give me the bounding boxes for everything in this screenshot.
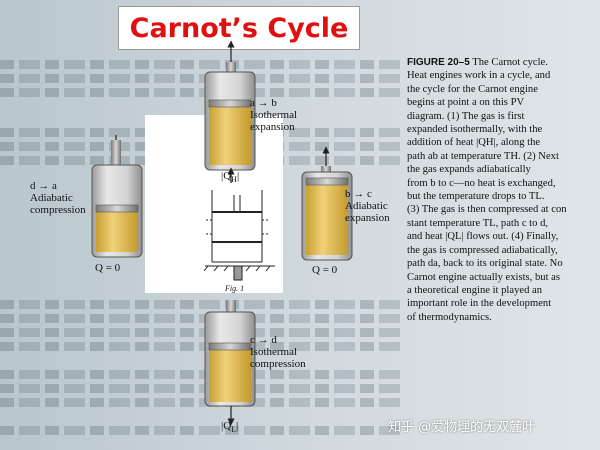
caption-line: the gas expands adiabatically bbox=[407, 164, 531, 176]
caption-line: important role in the development bbox=[407, 298, 552, 310]
caption-line: a theoretical engine it played an bbox=[407, 284, 543, 296]
caption-line: addition of heat |QH|, along the bbox=[407, 137, 541, 149]
center-piston-figure bbox=[203, 190, 275, 281]
caption-line: begins at point a on this PV bbox=[407, 97, 525, 109]
caption-line: from b to c—no heat is exchanged, bbox=[407, 177, 556, 189]
caption-line: path da, back to its original state. No bbox=[407, 258, 563, 270]
cylinder-da bbox=[91, 135, 143, 258]
cylinder-bc bbox=[301, 146, 353, 261]
caption-figure-number: FIGURE 20–5 bbox=[407, 57, 470, 68]
caption-line: Carnot engine actually exists, but as bbox=[407, 271, 560, 283]
caption-line: diagram. (1) The gas is first bbox=[407, 110, 525, 122]
watermark: 知乎 @爱物理的无双麓叶 bbox=[388, 420, 536, 435]
label-cd: c → d Isothermal compression bbox=[250, 334, 306, 370]
caption-line: but the temperature drops to TL. bbox=[407, 191, 545, 203]
caption-line: path ab at temperature TH. (2) Next bbox=[407, 150, 559, 162]
heat-label-cd: |QL| bbox=[221, 420, 239, 435]
caption-line: (3) The gas is then compressed at con bbox=[407, 204, 567, 216]
title-box: Carnot’s Cycle bbox=[118, 6, 360, 50]
heat-label-da: Q = 0 bbox=[95, 262, 121, 274]
page-title: Carnot’s Cycle bbox=[129, 12, 349, 44]
caption-line: The Carnot cycle. bbox=[472, 57, 548, 68]
heat-label-bc: Q = 0 bbox=[312, 264, 338, 276]
caption-line: Heat engines work in a cycle, and bbox=[407, 70, 551, 82]
caption-line: the cycle for the Carnot engine bbox=[407, 83, 538, 95]
label-da: d → a Adiabatic compression bbox=[30, 180, 86, 216]
figure-caption: FIGURE 20–5 The Carnot cycle. Heat engin… bbox=[407, 56, 577, 324]
cylinder-ab bbox=[204, 40, 256, 183]
caption-line: of thermodynamics. bbox=[407, 311, 492, 323]
cylinder-cd bbox=[204, 300, 256, 426]
caption-line: and heat |QL| flows out. (4) Finally, bbox=[407, 231, 559, 243]
caption-line: the gas is compressed adiabatically, bbox=[407, 244, 558, 256]
heat-label-ab: |QH| bbox=[221, 170, 240, 185]
label-bc: b → c Adiabatic expansion bbox=[345, 188, 390, 224]
label-ab: a → b Isothermal expansion bbox=[250, 97, 298, 133]
caption-line: stant temperature TL, path c to d, bbox=[407, 217, 549, 229]
center-figure-label: Fig. 1 bbox=[225, 284, 245, 293]
caption-line: expanded isothermally, with the bbox=[407, 124, 543, 136]
